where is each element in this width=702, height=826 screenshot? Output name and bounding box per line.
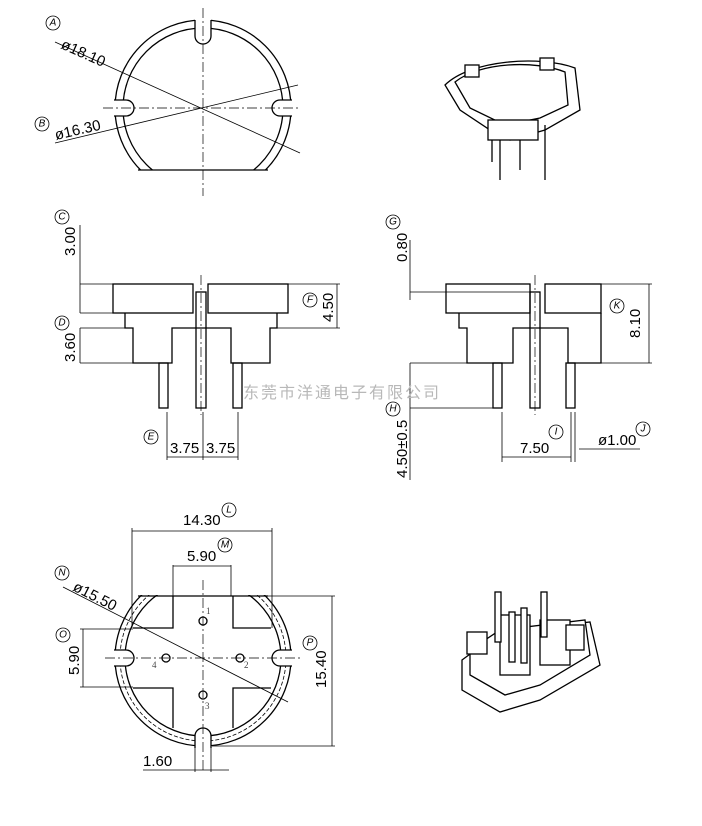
dim-h: 4.50±0.5 — [394, 420, 411, 478]
callout-m-letter: M — [221, 540, 230, 551]
dim-m: 5.90 — [187, 548, 216, 565]
pin-label-2: 2 — [244, 660, 249, 670]
callout-b-letter: B — [39, 119, 46, 130]
front-view: C 3.00 D 3.60 F 4.50 E 3.75 3.75 — [54, 209, 340, 460]
callout-f-letter: F — [307, 295, 314, 306]
dim-n: ø15.50 — [70, 578, 119, 614]
pin-label-1: 1 — [206, 606, 211, 616]
pin-hole-3 — [198, 690, 208, 700]
dim-slot: 1.60 — [143, 753, 172, 770]
pin-label-3: 3 — [205, 701, 210, 711]
dim-f: 4.50 — [320, 293, 337, 322]
callout-e-letter: E — [148, 432, 155, 443]
callout-b — [34, 116, 50, 132]
callout-i-letter: I — [555, 427, 558, 438]
dim-p: 15.40 — [313, 650, 330, 688]
isometric-view-bottom — [461, 591, 601, 713]
callout-g-letter: G — [389, 217, 397, 228]
callout-p-letter: P — [307, 638, 314, 649]
callout-d-letter: D — [58, 318, 65, 329]
callout-h-letter: H — [389, 404, 397, 415]
callout-a — [45, 15, 61, 31]
dim-o: 5.90 — [66, 646, 83, 675]
dim-l: 14.30 — [183, 512, 221, 529]
dim-d: 3.60 — [62, 333, 79, 362]
callout-c-letter: C — [58, 212, 66, 223]
side-view: G 0.80 H 4.50±0.5 K 8.10 I 7.50 ø1.00 J — [385, 214, 652, 480]
isometric-view-top — [444, 57, 581, 180]
pin-hole-1 — [198, 616, 208, 626]
dim-g: 0.80 — [394, 233, 411, 262]
dim-a: ø18.10 — [58, 36, 108, 71]
callout-n-letter: N — [58, 568, 66, 579]
dim-i: 7.50 — [520, 440, 549, 457]
dim-c: 3.00 — [62, 227, 79, 256]
dim-b: ø16.30 — [53, 117, 102, 144]
top-view: A ø18.10 B ø16.30 — [34, 8, 301, 196]
pin-label-4: 4 — [152, 660, 157, 670]
callout-l-letter: L — [226, 505, 232, 516]
watermark: 东莞市洋通电子有限公司 — [243, 383, 441, 402]
dim-k: 8.10 — [627, 309, 644, 338]
pin-hole-2 — [235, 653, 245, 663]
callout-j-letter: J — [640, 424, 647, 435]
dim-e1: 3.75 — [170, 440, 199, 457]
dim-e2: 3.75 — [206, 440, 235, 457]
pin-hole-4 — [161, 653, 171, 663]
callout-k-letter: K — [614, 301, 622, 312]
dim-j: ø1.00 — [598, 432, 636, 449]
callout-o-letter: O — [59, 630, 67, 641]
callout-a-letter: A — [49, 18, 57, 29]
bottom-view: 1 2 3 4 14.30 L 5.90 M N ø15.50 O 5.90 P… — [54, 502, 335, 772]
